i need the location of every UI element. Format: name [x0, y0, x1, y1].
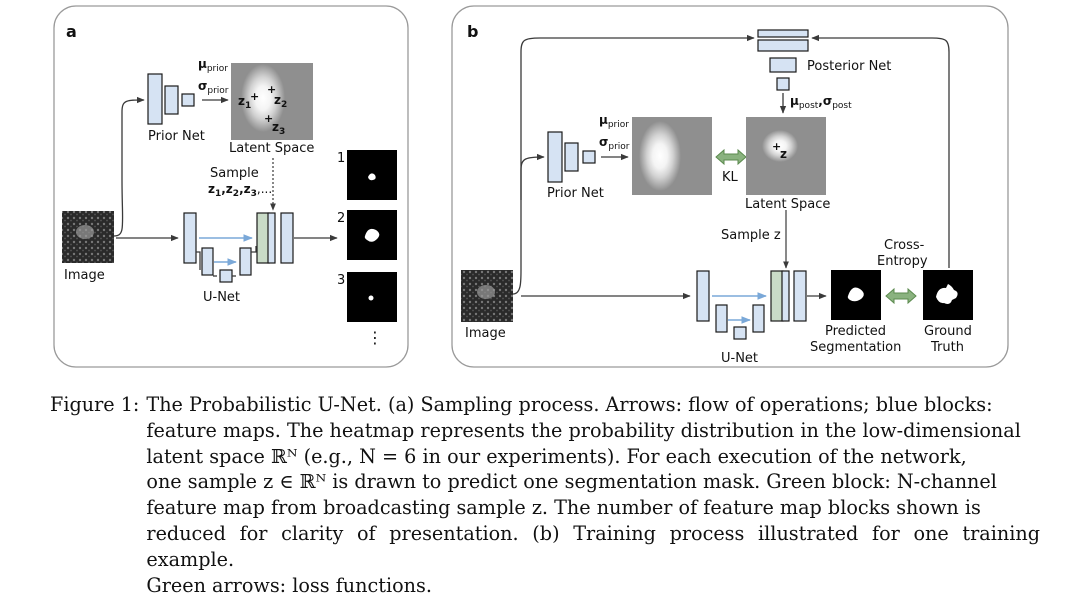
- predicted-label-2: Segmentation: [810, 340, 901, 355]
- prior-net-encoder: [147, 73, 195, 125]
- sample-z-label: Sample z: [721, 228, 781, 243]
- prior-net-label: Prior Net: [148, 129, 205, 144]
- unet-a: [183, 212, 294, 283]
- caption-line-5: feature map from broadcasting sample z. …: [146, 496, 981, 520]
- caption-label: Figure 1:: [50, 393, 140, 416]
- output-3-label: 3: [337, 273, 345, 288]
- z2-marker: +: [267, 83, 276, 96]
- latent-space-heatmap: z1 + + z2 + z3: [231, 63, 313, 140]
- caption-line-1: The Probabilistic U-Net. (a) Sampling pr…: [146, 393, 993, 416]
- ground-label-2: Truth: [930, 340, 964, 355]
- unet-label-a: U-Net: [203, 290, 240, 305]
- unet-b: [696, 270, 807, 340]
- output-2-label: 2: [337, 211, 345, 226]
- caption-line-4: one sample z ∈ ℝᴺ is drawn to predict on…: [146, 470, 997, 494]
- latent-space-label: Latent Space: [229, 141, 314, 156]
- z3-marker: +: [264, 112, 273, 125]
- z1-marker: +: [250, 90, 259, 103]
- panel-b-label: b: [467, 22, 478, 41]
- caption-line-6: reduced for clarity of presentation. (b)…: [146, 521, 1040, 571]
- predicted-label-1: Predicted: [825, 324, 886, 339]
- caption-line-7: Green arrows: loss functions.: [146, 573, 432, 597]
- output-ellipsis: ⋮: [367, 328, 383, 347]
- panel-a: a Prior Net μprior σprior z1 + + z2 + z3…: [53, 5, 409, 368]
- panel-b: b Posterior Net μpost,σpost Prior Net μp…: [451, 5, 1009, 368]
- figure-diagram: a Prior Net μprior σprior z1 + + z2 + z3…: [53, 5, 1009, 368]
- output-masks: [347, 150, 397, 322]
- input-image-b: [461, 270, 513, 322]
- image-label-b: Image: [465, 326, 506, 341]
- sample-seq-label: z1,z2,z3,...: [208, 182, 272, 199]
- figure-caption: Figure 1: The Probabilistic U-Net. (a) S…: [50, 392, 1040, 598]
- cross-entropy-label-1: Cross-: [884, 238, 925, 253]
- posterior-net-label: Posterior Net: [807, 59, 891, 74]
- sample-label: Sample: [210, 166, 259, 181]
- posterior-latent-heatmap: + z: [746, 117, 826, 195]
- latent-space-label-b: Latent Space: [745, 197, 830, 212]
- ground-truth: [923, 270, 973, 320]
- prior-net-label-b: Prior Net: [547, 186, 604, 201]
- kl-label: KL: [722, 170, 739, 185]
- caption-line-2: feature maps. The heatmap represents the…: [146, 418, 1021, 442]
- cross-entropy-label-2: Entropy: [877, 254, 928, 269]
- input-image-a: [62, 211, 114, 263]
- predicted-segmentation: [831, 270, 881, 320]
- output-1-label: 1: [337, 151, 345, 166]
- prior-net-encoder-b: [547, 131, 596, 183]
- cross-entropy-loss-arrow: [885, 287, 917, 305]
- caption-line-3: latent space ℝᴺ (e.g., N = 6 in our expe…: [146, 444, 967, 468]
- z-label: z: [780, 147, 787, 161]
- z-marker: +: [772, 140, 781, 153]
- posterior-net-encoder: [757, 29, 809, 91]
- image-label-a: Image: [64, 268, 105, 283]
- ground-label-1: Ground: [924, 324, 972, 339]
- unet-label-b: U-Net: [721, 351, 758, 366]
- panel-a-label: a: [66, 22, 77, 41]
- prior-latent-heatmap: [632, 117, 712, 195]
